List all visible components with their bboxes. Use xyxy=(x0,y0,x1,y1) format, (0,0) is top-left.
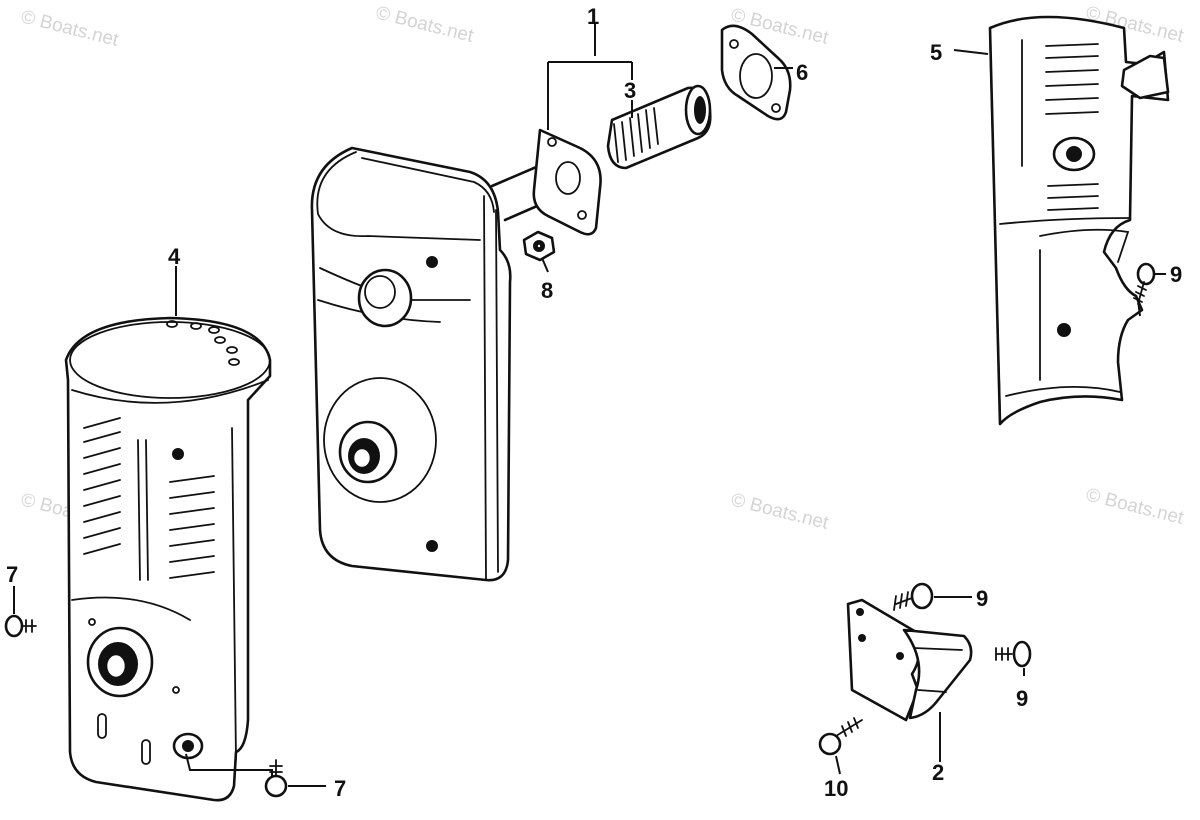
leader-lines xyxy=(13,24,1166,787)
threaded-pipe[interactable] xyxy=(606,84,712,170)
callout-labels: 1 3 6 4 5 8 9 9 9 10 2 7 7 xyxy=(6,4,1182,801)
callout-6[interactable]: 6 xyxy=(796,60,808,85)
callout-7-bottom[interactable]: 7 xyxy=(334,776,346,801)
nut[interactable] xyxy=(522,230,556,262)
bolt-7-left[interactable] xyxy=(4,614,37,638)
callout-10[interactable]: 10 xyxy=(824,776,848,801)
callout-7-left[interactable]: 7 xyxy=(6,562,18,587)
callout-3[interactable]: 3 xyxy=(624,78,636,103)
callout-9-bracket-top[interactable]: 9 xyxy=(976,586,988,611)
muffler-body[interactable] xyxy=(310,128,602,582)
gasket[interactable] xyxy=(720,24,792,121)
callout-5[interactable]: 5 xyxy=(930,40,942,65)
watermark: © Boats.net xyxy=(1084,484,1186,529)
callout-8[interactable]: 8 xyxy=(541,278,553,303)
watermark: © Boats.net xyxy=(374,2,476,47)
callout-2[interactable]: 2 xyxy=(932,760,944,785)
right-heat-shield[interactable] xyxy=(988,15,1170,426)
bolt-7-bottom[interactable] xyxy=(264,759,288,798)
bolt-9-bracket-right[interactable] xyxy=(995,640,1032,668)
watermark: © Boats.net xyxy=(729,489,831,534)
callout-9-bracket-right[interactable]: 9 xyxy=(1016,686,1028,711)
bolt-9-bracket-top[interactable] xyxy=(893,582,934,611)
callout-4[interactable]: 4 xyxy=(168,244,181,269)
bolt-9-upper-right[interactable] xyxy=(1133,262,1156,305)
callout-9-upper[interactable]: 9 xyxy=(1170,262,1182,287)
left-heat-shield[interactable] xyxy=(64,316,272,802)
callout-1[interactable]: 1 xyxy=(587,4,599,29)
bracket[interactable] xyxy=(846,598,973,722)
watermark: © Boats.net xyxy=(19,6,121,51)
bolt-10[interactable] xyxy=(818,717,863,756)
